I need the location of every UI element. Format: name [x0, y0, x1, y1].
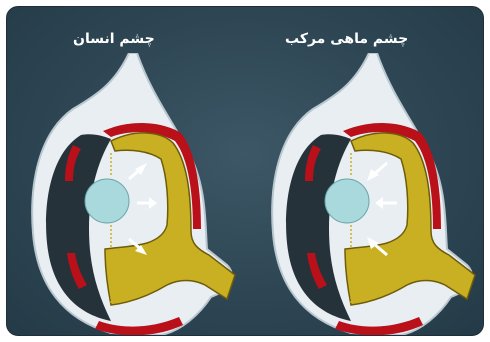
- lens: [85, 179, 129, 223]
- fish-eye-diagram: [251, 53, 481, 336]
- fish-eye-title: چشم ماهی مرکب: [285, 31, 408, 47]
- human-eye-title: چشم انسان: [73, 31, 155, 47]
- human-eye-diagram: [11, 53, 241, 336]
- diagram-frame: چشم انسان چشم ماهی مرکب: [6, 6, 484, 336]
- lens: [325, 179, 369, 223]
